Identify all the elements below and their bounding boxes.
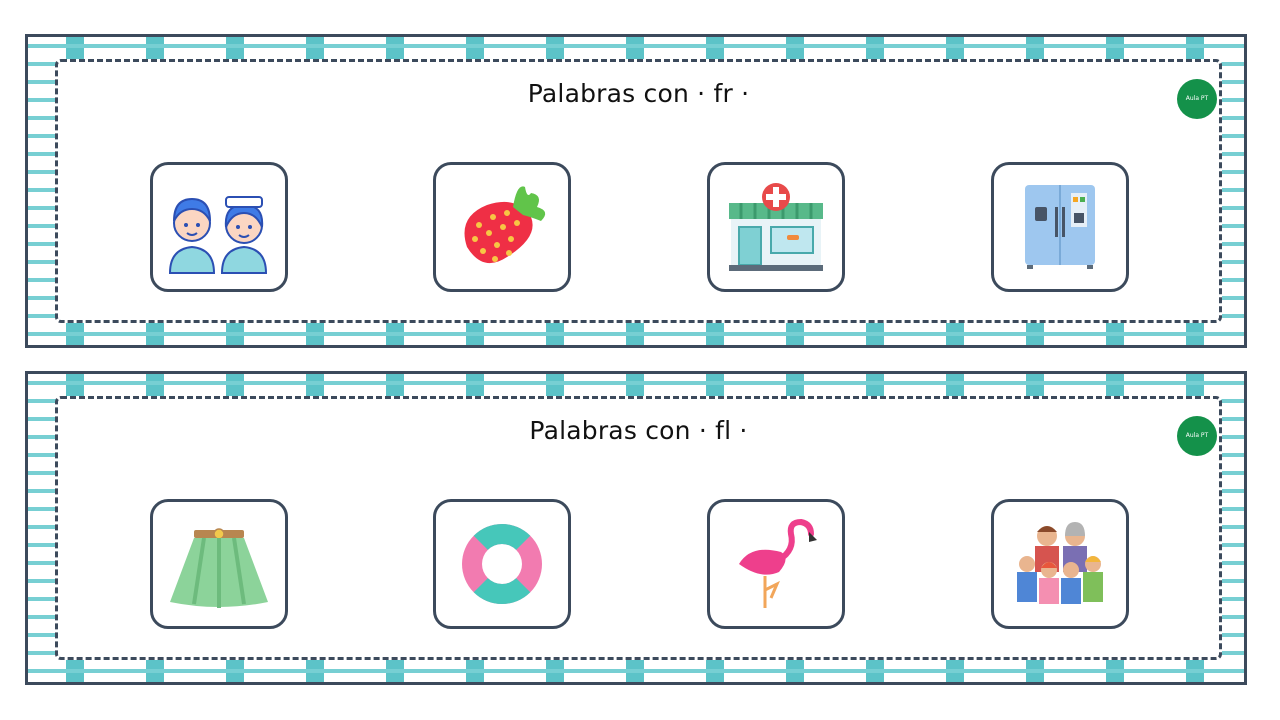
logo-text: Aula PT [1185,432,1209,439]
tile-strawberry[interactable] [433,162,571,292]
lifebuoy-icon [462,524,542,604]
card-inner-frame: Palabras con · fl · Aula PT [55,396,1222,660]
pharmacy-icon [729,183,823,271]
strawberry-icon [464,186,546,264]
logo-badge: Aula PT [1177,79,1217,119]
flamingo-icon [739,518,817,608]
word-card-fr: Palabras con · fr · Aula PT [25,34,1247,348]
card-title: Palabras con · fl · [529,416,748,445]
card-inner-frame: Palabras con · fr · Aula PT [55,59,1222,323]
family-icon [1017,522,1103,604]
tile-fridge[interactable] [991,162,1129,292]
tile-pharmacy[interactable] [707,162,845,292]
word-card-fl: Palabras con · fl · Aula PT [25,371,1247,685]
skirt-icon [170,528,268,608]
tile-flamingo[interactable] [707,499,845,629]
nurses-icon [168,196,268,274]
fridge-icon [1025,185,1095,269]
logo-badge: Aula PT [1177,416,1217,456]
tile-skirt[interactable] [150,499,288,629]
logo-text: Aula PT [1185,95,1209,102]
tile-nurses[interactable] [150,162,288,292]
tile-family[interactable] [991,499,1129,629]
tile-lifebuoy[interactable] [433,499,571,629]
card-title: Palabras con · fr · [527,79,750,108]
picture-tiles [58,499,1219,633]
picture-tiles [58,162,1219,296]
